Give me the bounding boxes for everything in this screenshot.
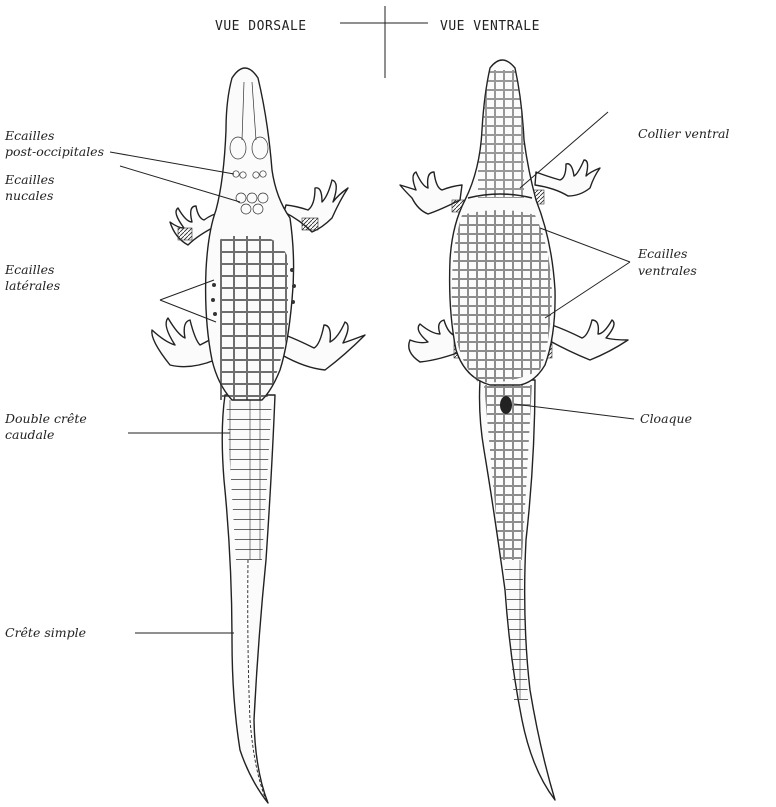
dorsal-view-crocodile	[152, 68, 365, 803]
label-post-occipital: Ecailles post-occipitales	[4, 128, 234, 174]
ventral-right-front-leg	[535, 160, 600, 196]
dorsal-left-front-leg-scales	[178, 228, 192, 240]
ventral-throat-scales	[478, 70, 524, 198]
post-occipital-leader	[110, 152, 234, 174]
ventral-view-title: VUE VENTRALE	[440, 19, 540, 34]
ventral-scales-label-line2: ventrales	[638, 263, 697, 278]
ventral-right-hind-leg	[548, 320, 628, 360]
double-crest-label-line1: Double crête	[4, 411, 87, 426]
label-ventral-collar: Collier ventral	[520, 112, 729, 188]
ventral-view-crocodile	[400, 60, 628, 800]
cloaca-opening	[500, 396, 512, 414]
lateral-label-line1: Ecailles	[4, 262, 54, 277]
lateral-label-line2: latérales	[5, 278, 60, 293]
ventral-collar-label: Collier ventral	[638, 126, 729, 141]
nucal-label-line2: nucales	[5, 188, 53, 203]
ventral-scales-label-line1: Ecailles	[637, 246, 687, 261]
ventral-belly-scales	[450, 205, 556, 385]
nucal-label-line1: Ecailles	[4, 172, 54, 187]
label-nucal: Ecailles nucales	[4, 166, 240, 203]
dorsal-right-hind-leg	[282, 322, 365, 370]
label-ventral-scales: Ecailles ventrales	[540, 228, 697, 318]
dorsal-right-front-leg-scales	[302, 218, 318, 230]
double-crest-label-line2: caudale	[5, 427, 54, 442]
label-double-crest: Double crête caudale	[4, 411, 230, 442]
post-occipital-label-line1: Ecailles	[4, 128, 54, 143]
dorsal-view-title: VUE DORSALE	[215, 19, 307, 34]
simple-crest-label: Crête simple	[5, 625, 86, 640]
cloaca-label: Cloaque	[640, 411, 692, 426]
label-simple-crest: Crête simple	[5, 625, 234, 640]
label-lateral: Ecailles latérales	[4, 262, 216, 322]
post-occipital-label-line2: post-occipitales	[5, 144, 104, 159]
label-cloaca: Cloaque	[514, 404, 692, 426]
header-cross	[340, 6, 428, 78]
